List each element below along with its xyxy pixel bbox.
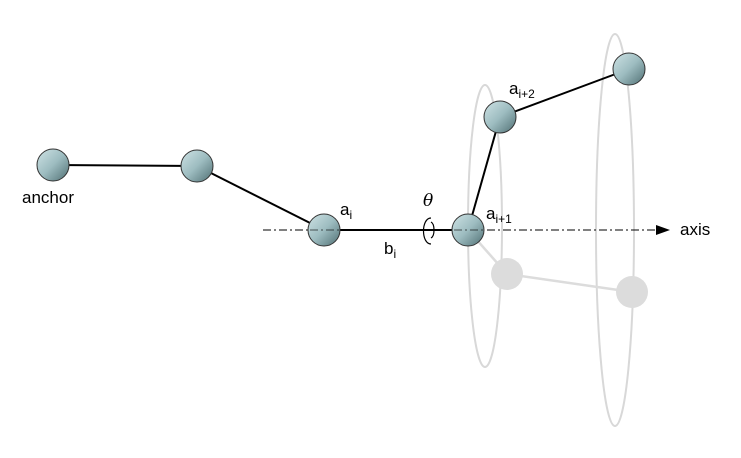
ghost-bond — [506, 272, 633, 294]
bond — [467, 116, 501, 231]
a-i1-label: ai+1 — [486, 204, 512, 226]
rotation-arrow-icon — [422, 217, 435, 245]
ghost-node — [491, 258, 523, 290]
axis-arrowhead — [656, 225, 670, 235]
bond — [499, 68, 630, 118]
node — [180, 149, 214, 183]
anchor-label: anchor — [22, 188, 74, 207]
axis-label: axis — [680, 220, 710, 239]
ghost-node — [616, 276, 648, 308]
node — [612, 52, 646, 86]
bond — [52, 164, 198, 167]
b-i-label: bi — [384, 239, 396, 261]
node-a-i1 — [451, 213, 485, 247]
a-i2-label: ai+2 — [509, 79, 535, 101]
theta-label: θ — [423, 191, 433, 211]
anchor-node — [36, 148, 70, 182]
bond — [196, 165, 325, 231]
a-i-label: ai — [340, 200, 352, 222]
node-a-i — [307, 213, 341, 247]
node-a-i2 — [483, 100, 517, 134]
